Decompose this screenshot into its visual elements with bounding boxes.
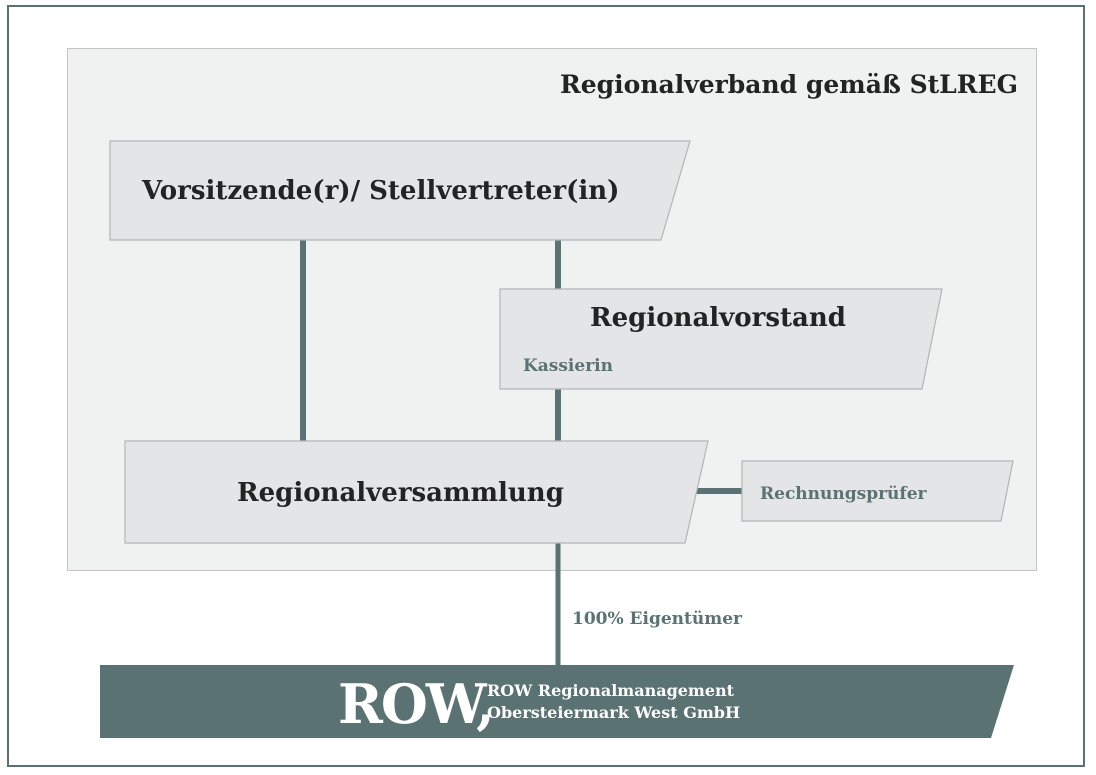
vorsitzende-box [109,140,691,241]
vorstand-box [499,288,943,390]
region-title: Regionalverband gemäß StLREG [560,70,1018,99]
pruefer-box [741,460,1014,522]
company-name-line1: ROW Regionalmanagement [487,681,735,700]
regionalvorstand-label: Regionalvorstand [590,303,846,333]
row-logo: ROW, [338,672,495,736]
ownership-label: 100% Eigentümer [572,609,743,629]
kassierin-label: Kassierin [523,356,613,376]
company-banner [100,665,1014,738]
company-name-line2: Obersteiermark West GmbH [487,703,741,722]
regionalversammlung-label: Regionalversammlung [237,478,564,508]
rechnungspruefer-label: Rechnungsprüfer [760,484,927,504]
versammlung-box [124,440,709,544]
vorsitzende-label: Vorsitzende(r)/ Stellvertreter(in) [142,176,620,206]
